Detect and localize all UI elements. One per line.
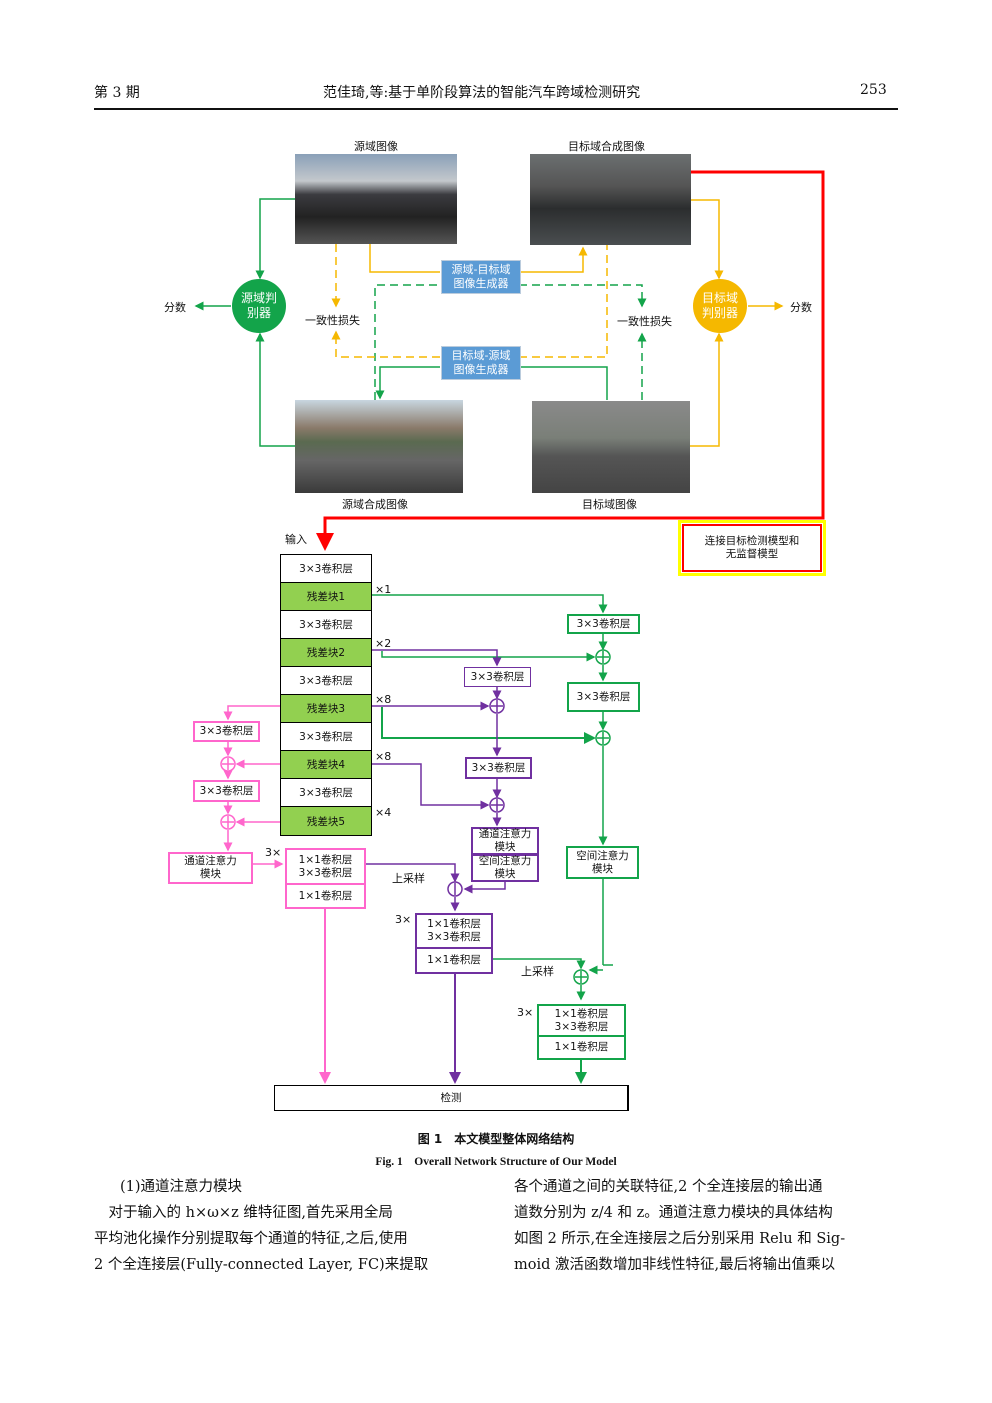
green-repeat: 3× [517,1006,534,1019]
text-line: 2 个全连接层(Fully-connected Layer, FC)来提取 [94,1257,429,1273]
target-image-label: 目标域图像 [582,498,637,511]
text-line: 各个通道之间的关联特征,2 个全连接层的输出通 [514,1179,823,1195]
input-label: 输入 [285,533,307,546]
repeat-label: ×1 [375,583,392,596]
repeat-label: ×2 [375,637,392,650]
figure-caption-en: Fig. 1 Overall Network Structure of Our … [375,1156,617,1168]
pink-repeat: 3× [265,846,282,859]
source-image-label: 源域图像 [354,140,398,153]
green-head-top: 1×1卷积层 3×3卷积层 [537,1004,626,1036]
purple-repeat: 3× [395,913,412,926]
purple-upsample-label: 上采样 [392,872,425,885]
connect-models-box: 连接目标检测模型和 无监督模型 [678,520,826,576]
repeat-label: ×8 [375,750,392,763]
purple-head-bottom: 1×1卷积层 [415,947,493,974]
residual-block: 残差块4 [281,751,371,779]
pink-channel-attention: 通道注意力 模块 [168,852,253,884]
figure-caption-cn: 图 1 本文模型整体网络结构 [417,1132,575,1146]
page-number: 253 [860,82,887,98]
running-title: 范佳琦,等:基于单阶段算法的智能汽车跨域检测研究 [323,85,641,101]
backbone-layer: 3×3卷积层 [281,779,371,807]
repeat-label: ×4 [375,806,392,819]
target-synth-image [530,154,691,245]
score-right: 分数 [790,301,812,314]
repeat-label: ×8 [375,693,392,706]
purple-conv-2: 3×3卷积层 [465,757,532,779]
text-line: moid 激活函数增加非线性特征,最后将输出值乘以 [514,1257,836,1273]
text-line: 对于输入的 h×ω×z 维特征图,首先采用全局 [94,1205,393,1221]
score-left: 分数 [164,301,186,314]
purple-spatial-attention: 空间注意力 模块 [471,854,539,882]
detection-box: 检测 [274,1085,629,1111]
green-head-bottom: 1×1卷积层 [537,1035,626,1060]
text-line: 如图 2 所示,在全连接层之后分别采用 Relu 和 Sig- [514,1231,846,1247]
left-column: (1)通道注意力模块 对于输入的 h×ω×z 维特征图,首先采用全局 平均池化操… [94,1174,489,1278]
green-spatial-attention: 空间注意力 模块 [566,846,639,879]
pink-head-top: 1×1卷积层 3×3卷积层 [285,848,366,884]
green-conv-1: 3×3卷积层 [567,614,640,634]
residual-block: 残差块3 [281,695,371,723]
residual-block: 残差块2 [281,639,371,667]
consistency-loss-right: 一致性损失 [617,315,672,328]
header-rule [94,108,898,110]
source-discriminator: 源域判 别器 [232,279,286,333]
green-upsample-label: 上采样 [521,965,554,978]
pink-head-bottom: 1×1卷积层 [285,883,366,909]
purple-head-top: 1×1卷积层 3×3卷积层 [415,913,493,948]
backbone-layer: 3×3卷积层 [281,611,371,639]
pink-conv-2: 3×3卷积层 [193,780,260,802]
pink-conv-1: 3×3卷积层 [193,721,260,742]
source-synth-image-label: 源域合成图像 [342,498,408,511]
backbone-layer: 3×3卷积层 [281,723,371,751]
consistency-loss-left: 一致性损失 [305,314,360,327]
target-image [532,401,690,493]
generator-target-to-source: 目标域-源域 图像生成器 [441,346,521,380]
section-heading: (1)通道注意力模块 [120,1179,243,1195]
green-conv-2: 3×3卷积层 [567,682,640,712]
generator-source-to-target: 源域-目标域 图像生成器 [441,260,521,294]
target-discriminator: 目标域 判别器 [693,279,747,333]
backbone-stack: 3×3卷积层 残差块1 3×3卷积层 残差块2 3×3卷积层 残差块3 3×3卷… [280,554,372,836]
residual-block: 残差块1 [281,583,371,611]
purple-conv-1: 3×3卷积层 [464,667,531,687]
text-line: 平均池化操作分别提取每个通道的特征,之后,使用 [94,1231,408,1247]
backbone-layer: 3×3卷积层 [281,555,371,583]
purple-channel-attention: 通道注意力 模块 [471,827,539,854]
issue-number: 第 3 期 [94,85,140,101]
residual-block: 残差块5 [281,807,371,835]
backbone-layer: 3×3卷积层 [281,667,371,695]
text-line: 道数分别为 z/4 和 z。通道注意力模块的具体结构 [514,1205,833,1221]
right-column: 各个通道之间的关联特征,2 个全连接层的输出通 道数分别为 z/4 和 z。通道… [514,1174,909,1278]
source-synth-image [295,400,463,493]
target-synth-image-label: 目标域合成图像 [568,140,645,153]
source-image [295,154,457,244]
